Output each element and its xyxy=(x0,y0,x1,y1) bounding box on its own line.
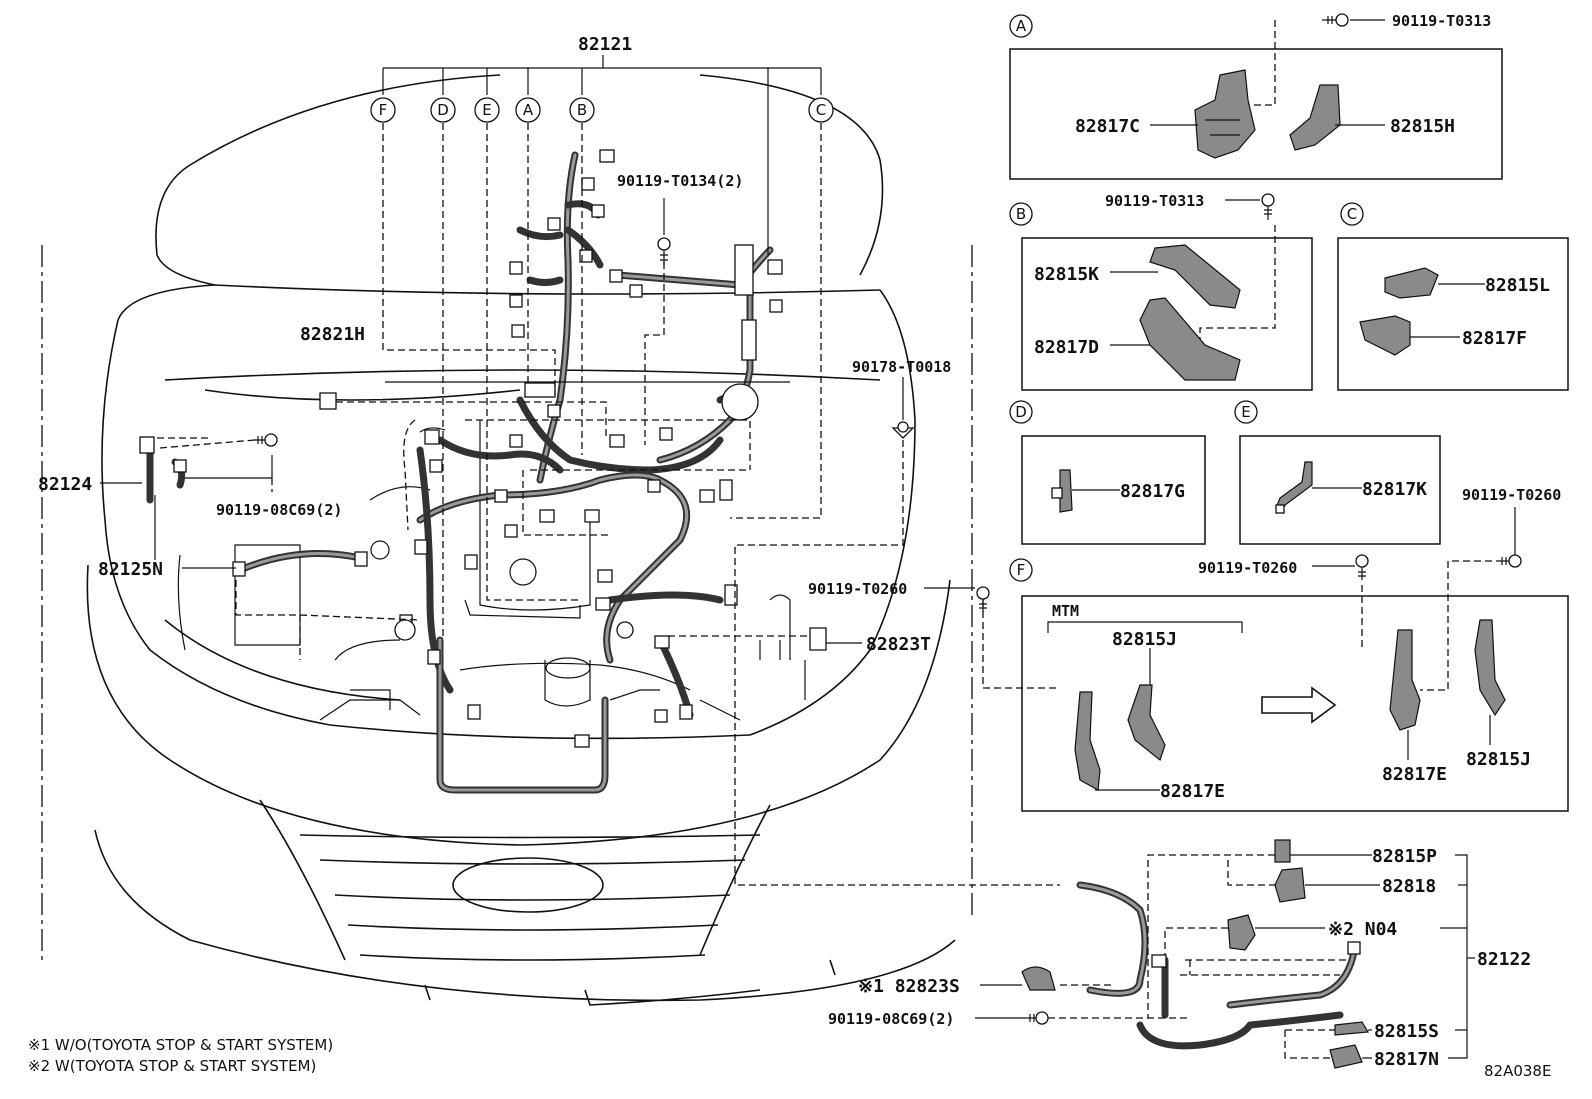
letter-marker-F xyxy=(370,97,396,123)
label-82815L: 82815L xyxy=(1485,275,1550,296)
label-82815K: 82815K xyxy=(1034,264,1099,285)
detail-D-letter: D xyxy=(1015,403,1027,421)
detail-C-letter: C xyxy=(1347,205,1357,223)
label-82817F: 82817F xyxy=(1462,328,1527,349)
label-90119-T0260-right: 90119-T0260 xyxy=(1462,486,1561,504)
sub-assembly-82122: 82815P 82818 ※2 N04 82122 ※1 82823S 9011… xyxy=(828,839,1531,1070)
bolt-icon xyxy=(253,433,278,447)
letter-A-label: A xyxy=(523,101,534,119)
label-90119-T0260: 90119-T0260 xyxy=(808,580,907,598)
label-82815J-left: 82815J xyxy=(1112,629,1177,650)
footnote-2: ※2 W(TOYOTA STOP & START SYSTEM) xyxy=(28,1057,316,1075)
footnote-1: ※1 W/O(TOYOTA STOP & START SYSTEM) xyxy=(28,1036,333,1054)
label-N04: ※2 N04 xyxy=(1328,919,1397,940)
letter-marker-C xyxy=(808,97,834,123)
label-82821H: 82821H xyxy=(300,324,365,345)
label-82817N: 82817N xyxy=(1374,1049,1439,1070)
detail-F: F 90119-T0260 MTM 82815J 82817E 82817E 8… xyxy=(1009,554,1569,812)
detail-C-marker xyxy=(1340,202,1364,226)
label-82815P: 82815P xyxy=(1372,846,1437,867)
letter-C-label: C xyxy=(816,101,826,119)
label-82122: 82122 xyxy=(1477,949,1531,970)
harness-connectors xyxy=(139,149,827,748)
label-90119-T0134: 90119-T0134(2) xyxy=(617,172,743,190)
label-82817K: 82817K xyxy=(1362,479,1427,500)
diagram-code: 82A038E xyxy=(1484,1062,1551,1080)
detail-E: E 82817K 90119-T0260 xyxy=(1234,400,1561,568)
label-82124: 82124 xyxy=(38,474,92,495)
letter-marker-A xyxy=(515,97,541,123)
label-MTM: MTM xyxy=(1052,602,1079,620)
main-engine-harness xyxy=(146,151,774,794)
engine-bay-details xyxy=(177,420,806,721)
detail-B: B 90119-T0313 82815K 82817D xyxy=(1009,192,1313,391)
label-82817G: 82817G xyxy=(1120,481,1185,502)
bolt-icon xyxy=(976,586,990,612)
letter-D-label: D xyxy=(437,101,449,119)
detail-A: A 90119-T0313 82817C 82815H xyxy=(1009,12,1503,180)
main-part-labels: 82121 90119-T0134(2) 82821H 90178-T0018 … xyxy=(38,34,951,655)
label-90119-T0260-F: 90119-T0260 xyxy=(1198,559,1297,577)
label-82823S: ※1 82823S xyxy=(858,976,960,997)
label-82817E-right: 82817E xyxy=(1382,764,1447,785)
letter-marker-B xyxy=(569,97,595,123)
leader-lines-main xyxy=(41,55,1060,960)
detail-C: C 82815L 82817F xyxy=(1337,202,1569,391)
detail-B-bolt-label: 90119-T0313 xyxy=(1105,192,1204,210)
bolt-icon xyxy=(657,237,671,265)
bolt-icon xyxy=(1496,554,1522,568)
label-82817D: 82817D xyxy=(1034,337,1099,358)
label-82815H: 82815H xyxy=(1390,116,1455,137)
label-90119-08C69: 90119-08C69(2) xyxy=(216,501,342,519)
detail-F-letter: F xyxy=(1017,561,1026,579)
bolt-icon xyxy=(1322,13,1349,27)
car-body-outline xyxy=(86,74,956,1006)
letter-F-label: F xyxy=(379,101,388,119)
detail-A-marker xyxy=(1009,14,1033,38)
label-90178-T0018: 90178-T0018 xyxy=(852,358,951,376)
label-82125N: 82125N xyxy=(98,559,163,580)
bolt-icon xyxy=(891,421,915,439)
detail-E-letter: E xyxy=(1241,403,1250,421)
label-90119-08C69-b: 90119-08C69(2) xyxy=(828,1010,954,1028)
letter-marker-E xyxy=(474,97,500,123)
detail-B-letter: B xyxy=(1016,205,1026,223)
label-82815S: 82815S xyxy=(1374,1021,1439,1042)
label-82815J-right: 82815J xyxy=(1466,749,1531,770)
letter-B-label: B xyxy=(577,101,587,119)
label-82121: 82121 xyxy=(578,34,632,55)
bolt-icons-main xyxy=(253,237,990,612)
detail-A-letter: A xyxy=(1016,17,1027,35)
footnotes: ※1 W/O(TOYOTA STOP & START SYSTEM) ※2 W(… xyxy=(28,1036,1551,1080)
label-82823T: 82823T xyxy=(866,634,931,655)
bolt-icon xyxy=(1355,554,1369,580)
detail-E-marker xyxy=(1234,400,1258,424)
detail-B-marker xyxy=(1009,202,1033,226)
detail-A-bolt-label: 90119-T0313 xyxy=(1392,12,1491,30)
detail-D-marker xyxy=(1009,400,1033,424)
detail-D: D 82817G xyxy=(1009,400,1206,545)
letter-marker-D xyxy=(430,97,456,123)
label-82817E-left: 82817E xyxy=(1160,781,1225,802)
letter-E-label: E xyxy=(482,101,491,119)
label-82817C: 82817C xyxy=(1075,116,1140,137)
bolt-icon xyxy=(1261,193,1275,220)
main-letter-markers: F D E A B C xyxy=(370,97,834,123)
label-82818: 82818 xyxy=(1382,876,1436,897)
bolt-icon xyxy=(1024,1011,1049,1025)
detail-F-marker xyxy=(1009,558,1033,582)
